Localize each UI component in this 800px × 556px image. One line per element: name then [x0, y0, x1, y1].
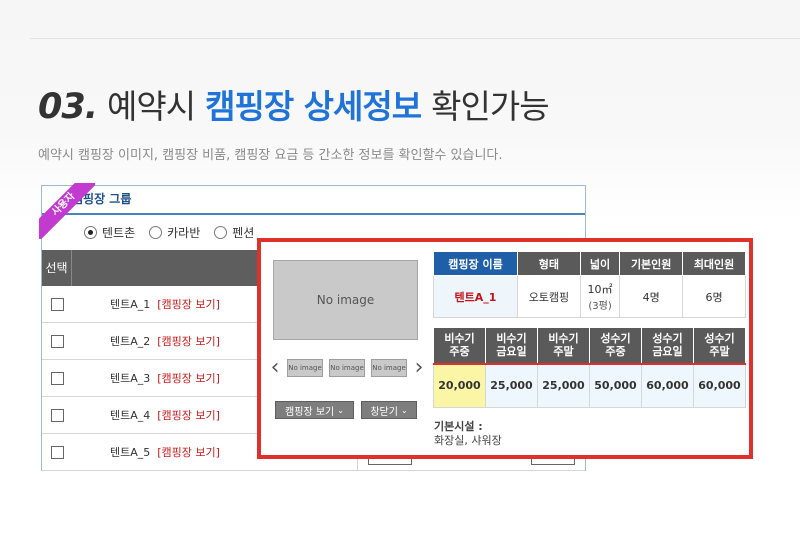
page-subtitle: 예약시 캠핑장 이미지, 캠핑장 비품, 캠핑장 요금 등 간소한 정보를 확인… [38, 148, 503, 163]
campsite-info-table: 캠핑장 이름 형태 넓이 기본인원 최대인원 텐트A_1 오토캠핑 10㎡ (3… [433, 251, 746, 318]
max-capacity: 6명 [682, 275, 746, 318]
area-sqm: 10㎡ [587, 283, 613, 296]
table-row: 텐트A_5 [캠핑장 보기] [42, 434, 585, 471]
facility-label: 기본시설 : [434, 420, 483, 433]
view-campsite-link[interactable]: [캠핑장 보기] [157, 372, 220, 385]
base-capacity: 4명 [619, 275, 684, 318]
thumbnail[interactable]: No image [287, 359, 323, 377]
facility-value: 화장실, 샤워장 [434, 434, 502, 447]
site-name: 텐트A_5 [110, 446, 151, 459]
price-cell: 60,000 [693, 363, 746, 408]
chevron-down-icon: ⌄ [400, 405, 408, 415]
site-name: 텐트A_4 [110, 409, 151, 422]
page-title: 03. 예약시 캠핑장 상세정보 확인가능 [38, 80, 550, 130]
radio-dot[interactable] [149, 226, 163, 239]
radio-label: 카라반 [167, 226, 201, 240]
row-checkbox[interactable] [50, 297, 64, 311]
title-part-1: 예약시 [107, 87, 196, 126]
view-campsite-link[interactable]: [캠핑장 보기] [157, 298, 220, 311]
row-checkbox[interactable] [50, 408, 64, 422]
radio-dot[interactable] [84, 226, 97, 239]
header-name: 캠핑장 이름 [433, 251, 518, 276]
peek-box [368, 459, 412, 465]
header-area: 넓이 [579, 251, 621, 276]
price-cell: 50,000 [589, 363, 642, 408]
price-cell: 60,000 [641, 363, 694, 408]
list-header: 캠핑장 그룹 [42, 186, 585, 215]
campsite-type: 오토캠핑 [517, 275, 581, 318]
site-name: 텐트A_3 [110, 372, 151, 385]
peek-box [531, 459, 575, 465]
type-radio-group: 텐트촌 카라반 펜션 [84, 224, 254, 241]
thumbnail[interactable]: No image [371, 359, 407, 377]
price-cell: 25,000 [537, 363, 590, 408]
radio-pension[interactable]: 펜션 [214, 224, 254, 241]
header-max: 최대인원 [682, 251, 746, 276]
header-base: 기본인원 [619, 251, 684, 276]
row-checkbox[interactable] [50, 445, 64, 459]
price-cell: 20,000 [433, 363, 486, 408]
row-checkbox[interactable] [50, 334, 64, 348]
radio-label: 텐트촌 [102, 226, 136, 240]
button-label: 캠핑장 보기 [285, 406, 335, 418]
header-type: 형태 [517, 251, 581, 276]
view-campsite-link[interactable]: [캠핑장 보기] [157, 446, 220, 459]
view-campsite-link[interactable]: [캠핑장 보기] [157, 409, 220, 422]
radio-dot[interactable] [214, 226, 228, 239]
column-select: 선택 [42, 250, 72, 286]
view-campsite-button[interactable]: 캠핑장 보기 ⌄ [275, 401, 354, 419]
close-window-button[interactable]: 창닫기 ⌄ [361, 401, 417, 419]
chevron-down-icon: ⌄ [337, 405, 344, 415]
facility-info: 기본시설 : 화장실, 샤워장 [434, 420, 502, 448]
row-checkbox[interactable] [50, 371, 64, 385]
thumbnail[interactable]: No image [329, 359, 365, 377]
campsite-detail-popup: No image ‹ No image No image No image › … [257, 238, 753, 459]
main-image-placeholder: No image [273, 260, 418, 340]
site-name: 텐트A_2 [110, 335, 151, 348]
header-background [0, 0, 800, 220]
divider [30, 38, 800, 39]
radio-tent[interactable]: 텐트촌 [84, 224, 135, 241]
title-part-2: 확인가능 [431, 87, 549, 126]
price-cell: 25,000 [485, 363, 538, 408]
title-highlight: 캠핑장 상세정보 [205, 87, 422, 126]
view-campsite-link[interactable]: [캠핑장 보기] [157, 335, 220, 348]
section-number: 03. [38, 87, 98, 127]
prev-arrow-icon[interactable]: ‹ [270, 355, 280, 380]
radio-caravan[interactable]: 카라반 [149, 224, 200, 241]
site-name: 텐트A_1 [110, 298, 151, 311]
thumbnail-strip: ‹ No image No image No image › [269, 357, 425, 379]
radio-label: 펜션 [232, 226, 255, 240]
campsite-name: 텐트A_1 [433, 275, 518, 318]
button-label: 창닫기 [370, 406, 398, 418]
campsite-area: 10㎡ (3평) [579, 275, 621, 318]
next-arrow-icon[interactable]: › [414, 355, 424, 380]
area-pyeong: (3평) [588, 301, 612, 312]
